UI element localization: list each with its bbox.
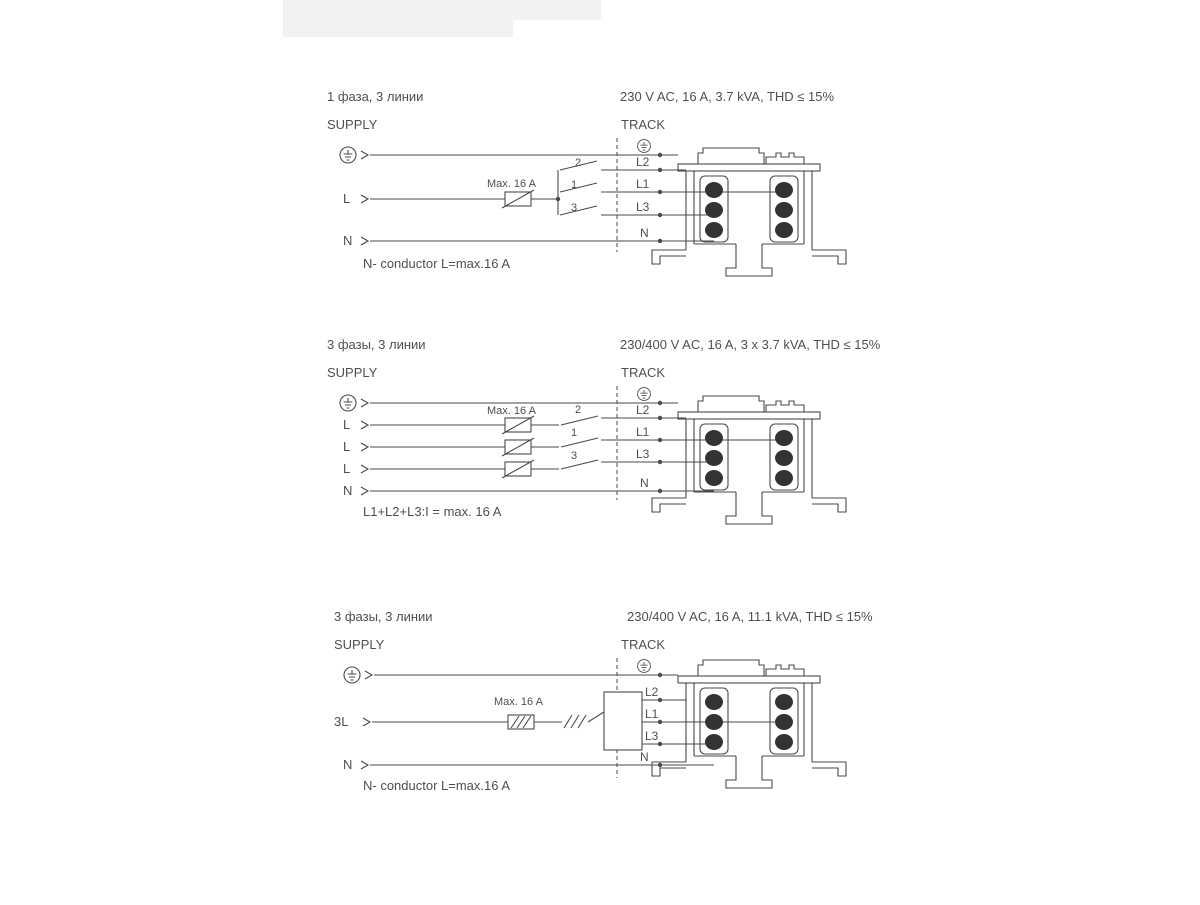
track-terminal-label: N bbox=[640, 476, 649, 490]
track-terminal-label: L1 bbox=[636, 177, 650, 191]
fuse-icon bbox=[501, 437, 535, 457]
fuse-icon bbox=[501, 459, 535, 479]
switch-number: 2 bbox=[575, 404, 581, 416]
fuse-label: Max. 16 A bbox=[487, 405, 537, 417]
wires bbox=[370, 699, 784, 766]
earth-icon bbox=[637, 139, 651, 153]
diagram-single-phase: 1 фаза, 3 линии 230 V AC, 16 A, 3.7 kVA,… bbox=[327, 89, 847, 277]
diagram-note: N- conductor L=max.16 A bbox=[363, 256, 510, 271]
supply-label: SUPPLY bbox=[327, 117, 378, 132]
diagram-note: N- conductor L=max.16 A bbox=[363, 778, 510, 793]
supply-label: SUPPLY bbox=[327, 365, 378, 380]
diagram-spec: 230 V AC, 16 A, 3.7 kVA, THD ≤ 15% bbox=[620, 89, 834, 104]
wires bbox=[370, 138, 784, 252]
junction-dots bbox=[657, 672, 663, 768]
track-label: TRACK bbox=[621, 365, 665, 380]
diagram-title: 3 фазы, 3 линии bbox=[327, 337, 426, 352]
fuse-icon bbox=[501, 415, 535, 435]
earth-icon bbox=[339, 394, 357, 412]
junction-dots bbox=[555, 152, 663, 244]
track-terminal-label: L3 bbox=[636, 200, 650, 214]
track-terminal-label: L3 bbox=[636, 447, 650, 461]
terminal-arrow-icon bbox=[360, 464, 369, 474]
earth-icon bbox=[637, 387, 651, 401]
phase-split-box bbox=[603, 691, 643, 751]
diagram-spec: 230/400 V AC, 16 A, 3 x 3.7 kVA, THD ≤ 1… bbox=[620, 337, 881, 352]
terminal-arrow-icon bbox=[360, 194, 369, 204]
cropped-page-artifact bbox=[283, 0, 601, 37]
track-terminal-label: N bbox=[640, 226, 649, 240]
earth-icon bbox=[339, 146, 357, 164]
track-label: TRACK bbox=[621, 637, 665, 652]
terminal-arrow-icon bbox=[360, 486, 369, 496]
supply-terminal-label: L bbox=[343, 417, 350, 432]
switch-number: 3 bbox=[571, 202, 577, 214]
track-terminal-label: L1 bbox=[645, 707, 659, 721]
supply-terminal-label: N bbox=[343, 483, 352, 498]
fuse-icon bbox=[507, 714, 535, 730]
diagram-three-phase-common: 3 фазы, 3 линии 230/400 V AC, 16 A, 11.1… bbox=[334, 609, 873, 793]
track-terminal-label: L3 bbox=[645, 729, 659, 743]
terminal-arrow-icon bbox=[360, 236, 369, 246]
switch-number: 1 bbox=[571, 427, 577, 439]
terminal-arrow-icon bbox=[360, 150, 369, 160]
diagram-title: 3 фазы, 3 линии bbox=[334, 609, 433, 624]
earth-icon bbox=[637, 659, 651, 673]
fuse-label: Max. 16 A bbox=[494, 696, 544, 708]
supply-terminal-label: L bbox=[343, 191, 350, 206]
diagram-three-phase: 3 фазы, 3 линии 230/400 V AC, 16 A, 3 x … bbox=[327, 337, 881, 525]
track-terminal-label: N bbox=[640, 750, 649, 764]
track-terminal-label: L2 bbox=[636, 155, 650, 169]
wires bbox=[370, 386, 784, 500]
junction-dots bbox=[657, 400, 663, 494]
fuse-label: Max. 16 A bbox=[487, 178, 537, 190]
switch-number: 3 bbox=[571, 450, 577, 462]
switch-number: 1 bbox=[571, 179, 577, 191]
track-label: TRACK bbox=[621, 117, 665, 132]
supply-terminal-label: L bbox=[343, 461, 350, 476]
diagram-spec: 230/400 V AC, 16 A, 11.1 kVA, THD ≤ 15% bbox=[627, 609, 873, 624]
track-cross-section bbox=[651, 147, 847, 277]
supply-terminal-label: N bbox=[343, 757, 352, 772]
supply-terminal-label: N bbox=[343, 233, 352, 248]
terminal-arrow-icon bbox=[360, 760, 369, 770]
track-terminal-label: L1 bbox=[636, 425, 650, 439]
earth-icon bbox=[343, 666, 361, 684]
terminal-arrow-icon bbox=[364, 670, 373, 680]
track-cross-section bbox=[651, 395, 847, 525]
terminal-arrow-icon bbox=[360, 420, 369, 430]
supply-terminal-label: L bbox=[343, 439, 350, 454]
terminal-arrow-icon bbox=[362, 717, 371, 727]
diagram-note: L1+L2+L3:I = max. 16 A bbox=[363, 504, 502, 519]
terminal-arrow-icon bbox=[360, 442, 369, 452]
fuse-icon bbox=[501, 189, 535, 209]
supply-label: SUPPLY bbox=[334, 637, 385, 652]
track-cross-section bbox=[651, 659, 847, 789]
track-terminal-label: L2 bbox=[636, 403, 650, 417]
switch-number: 2 bbox=[575, 157, 581, 169]
terminal-arrow-icon bbox=[360, 398, 369, 408]
diagram-title: 1 фаза, 3 линии bbox=[327, 89, 423, 104]
supply-terminal-label: 3L bbox=[334, 714, 348, 729]
track-terminal-label: L2 bbox=[645, 685, 659, 699]
